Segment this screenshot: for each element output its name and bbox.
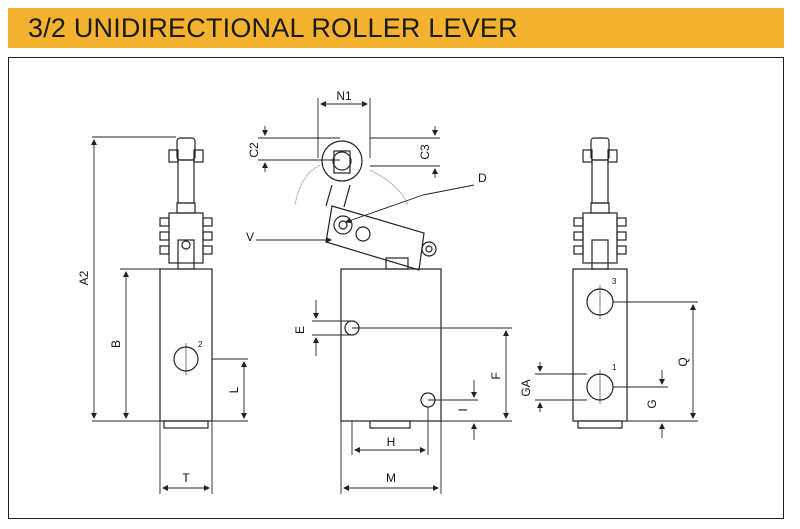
dim-i: I (456, 408, 470, 411)
port-label-3: 3 (612, 277, 617, 286)
drawing-frame (8, 57, 784, 519)
roller (321, 140, 363, 182)
dim-n1: N1 (336, 89, 352, 103)
lever-arm (325, 205, 425, 271)
dim-g: G (645, 399, 659, 408)
center-view (294, 140, 442, 429)
dim-q: Q (676, 357, 690, 366)
dim-c3: C3 (418, 144, 432, 160)
dim-t: T (182, 471, 190, 485)
page-title: 3/2 UNIDIRECTIONAL ROLLER LEVER (28, 12, 518, 43)
dim-f: F (489, 372, 503, 379)
dim-c2: C2 (247, 142, 261, 158)
right-view (572, 137, 628, 429)
dim-h: H (387, 435, 396, 449)
dim-a2: A2 (77, 270, 91, 285)
dim-l: L (227, 386, 241, 393)
center-body (340, 268, 442, 422)
title-bar: 3/2 UNIDIRECTIONAL ROLLER LEVER (8, 8, 784, 48)
dim-v: V (246, 230, 254, 244)
dim-b: B (109, 340, 123, 348)
left-view (159, 137, 213, 429)
port-label-2: 2 (198, 340, 203, 349)
dim-d: D (478, 171, 487, 185)
dim-m: M (386, 471, 396, 485)
dim-e: E (293, 326, 307, 334)
port-label-1: 1 (612, 363, 617, 372)
dim-ga: GA (519, 379, 533, 396)
